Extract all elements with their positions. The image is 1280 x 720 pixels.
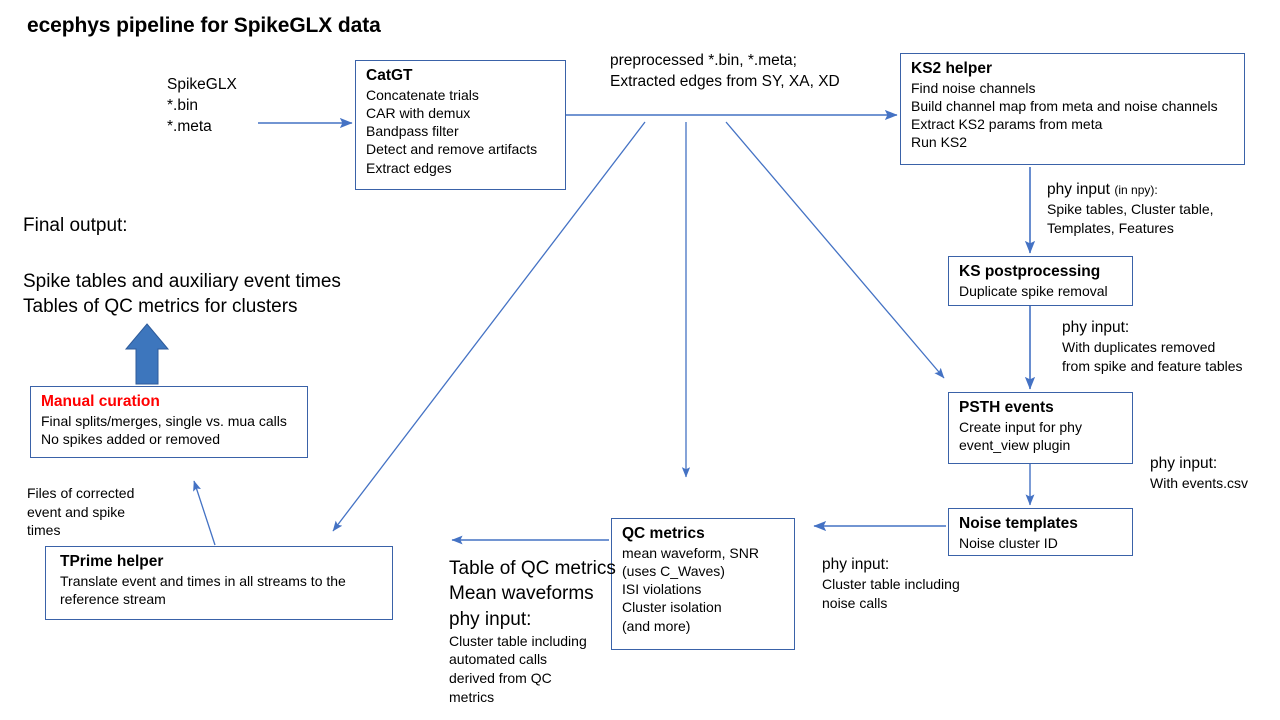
- node-ks2-helper[interactable]: KS2 helper Find noise channels Build cha…: [900, 53, 1245, 165]
- node-manual-curation-title: Manual curation: [41, 393, 160, 410]
- node-psth-events-line-1: Create input for phy: [959, 418, 1082, 435]
- qc-output-big-line-3: phy input:: [449, 608, 532, 630]
- phy-input-duplicates-label: phy input: With duplicates removed from …: [1062, 318, 1243, 375]
- files-corrected-line-1: Files of corrected: [27, 485, 135, 501]
- phy-input-duplicates-line-2: from spike and feature tables: [1062, 357, 1243, 374]
- phy-input-events-label: phy input: With events.csv: [1150, 454, 1248, 493]
- node-catgt[interactable]: CatGT Concatenate trials CAR with demux …: [355, 60, 566, 190]
- node-qc-metrics-line-1: mean waveform, SNR: [622, 544, 759, 561]
- node-ks2-helper-line-3: Extract KS2 params from meta: [911, 116, 1103, 133]
- node-qc-metrics-line-3: ISI violations: [622, 581, 702, 598]
- phy-input-noise-head: phy input:: [822, 556, 890, 573]
- node-tprime-helper[interactable]: TPrime helper Translate event and times …: [45, 546, 393, 620]
- arrow-curation-to-final-output: [124, 323, 170, 385]
- node-catgt-line-3: Bandpass filter: [366, 123, 459, 140]
- node-psth-events[interactable]: PSTH events Create input for phy event_v…: [948, 392, 1133, 464]
- node-qc-metrics-line-4: Cluster isolation: [622, 599, 722, 616]
- final-output-heading: Final output:: [23, 215, 128, 236]
- node-ks-postprocessing[interactable]: KS postprocessing Duplicate spike remova…: [948, 256, 1133, 306]
- files-corrected-line-2: event and spike: [27, 503, 126, 520]
- node-noise-templates-title: Noise templates: [959, 515, 1078, 532]
- node-psth-events-line-2: event_view plugin: [959, 437, 1071, 454]
- qc-output-big-line-2: Mean waveforms: [449, 583, 594, 605]
- node-ks2-helper-line-2: Build channel map from meta and noise ch…: [911, 98, 1218, 115]
- preprocessed-label: preprocessed *.bin, *.meta; Extracted ed…: [610, 50, 840, 92]
- spikeglx-input-line-2: *.bin: [167, 97, 199, 115]
- phy-input-events-head: phy input:: [1150, 455, 1218, 472]
- phy-input-npy-line-2: Templates, Features: [1047, 220, 1174, 237]
- phy-input-npy-label: phy input (in npy): Spike tables, Cluste…: [1047, 180, 1214, 238]
- phy-input-noise-line-2: noise calls: [822, 594, 888, 611]
- qc-output-small-line-2: automated calls: [449, 651, 548, 668]
- node-tprime-helper-line-1: Translate event and times in all streams…: [60, 572, 346, 589]
- node-tprime-helper-line-2: reference stream: [60, 591, 166, 608]
- node-qc-metrics-line-5: (and more): [622, 617, 691, 634]
- spikeglx-input-label: SpikeGLX *.bin *.meta: [167, 74, 237, 137]
- qc-output-small-line-4: metrics: [449, 688, 495, 705]
- node-noise-templates-line-1: Noise cluster ID: [959, 534, 1058, 551]
- phy-input-noise-label: phy input: Cluster table including noise…: [822, 555, 960, 612]
- page-title: ecephys pipeline for SpikeGLX data: [27, 14, 381, 37]
- files-corrected-label: Files of corrected event and spike times: [27, 484, 134, 540]
- node-noise-templates[interactable]: Noise templates Noise cluster ID: [948, 508, 1133, 556]
- phy-input-noise-line-1: Cluster table including: [822, 576, 960, 593]
- files-corrected-line-3: times: [27, 522, 61, 539]
- phy-input-npy-head: phy input: [1047, 181, 1110, 198]
- final-output-line-1: Spike tables and auxiliary event times: [23, 271, 341, 292]
- spikeglx-input-line-1: SpikeGLX: [167, 76, 237, 93]
- node-ks2-helper-line-1: Find noise channels: [911, 79, 1036, 96]
- node-manual-curation-line-2: No spikes added or removed: [41, 431, 220, 448]
- preprocessed-line-1: preprocessed *.bin, *.meta;: [610, 52, 797, 69]
- final-output-line-2: Tables of QC metrics for clusters: [23, 296, 298, 318]
- phy-input-duplicates-head: phy input:: [1062, 319, 1130, 336]
- phy-input-events-line-1: With events.csv: [1150, 475, 1249, 492]
- node-manual-curation[interactable]: Manual curation Final splits/merges, sin…: [30, 386, 308, 458]
- phy-input-duplicates-line-1: With duplicates removed: [1062, 339, 1216, 356]
- qc-output-label: Table of QC metrics Mean waveforms phy i…: [449, 556, 616, 706]
- qc-output-small-line-3: derived from QC: [449, 670, 552, 687]
- node-qc-metrics-line-2: (uses C_Waves): [622, 563, 725, 580]
- arrow-tprime-to-curation: [193, 480, 216, 546]
- node-tprime-helper-title: TPrime helper: [60, 553, 164, 570]
- node-catgt-line-4: Detect and remove artifacts: [366, 141, 538, 158]
- node-catgt-line-1: Concatenate trials: [366, 86, 479, 103]
- qc-output-small-line-1: Cluster table including: [449, 632, 587, 649]
- node-ks2-helper-line-4: Run KS2: [911, 134, 968, 151]
- preprocessed-line-2: Extracted edges from SY, XA, XD: [610, 73, 840, 91]
- node-catgt-title: CatGT: [366, 67, 413, 84]
- phy-input-npy-line-1: Spike tables, Cluster table,: [1047, 201, 1214, 218]
- node-ks-postprocessing-title: KS postprocessing: [959, 263, 1101, 280]
- node-catgt-line-2: CAR with demux: [366, 105, 471, 122]
- node-catgt-line-5: Extract edges: [366, 159, 452, 176]
- node-manual-curation-line-1: Final splits/merges, single vs. mua call…: [41, 412, 287, 429]
- phy-input-npy-head-small: (in npy):: [1114, 183, 1158, 197]
- qc-output-big-line-1: Table of QC metrics: [449, 558, 616, 579]
- final-output-label: Spike tables and auxiliary event times T…: [23, 269, 341, 320]
- node-ks2-helper-title: KS2 helper: [911, 60, 992, 77]
- node-qc-metrics[interactable]: QC metrics mean waveform, SNR (uses C_Wa…: [611, 518, 795, 650]
- node-psth-events-title: PSTH events: [959, 399, 1054, 416]
- spikeglx-input-line-3: *.meta: [167, 118, 212, 136]
- node-ks-postprocessing-line-1: Duplicate spike removal: [959, 282, 1108, 299]
- node-qc-metrics-title: QC metrics: [622, 525, 705, 542]
